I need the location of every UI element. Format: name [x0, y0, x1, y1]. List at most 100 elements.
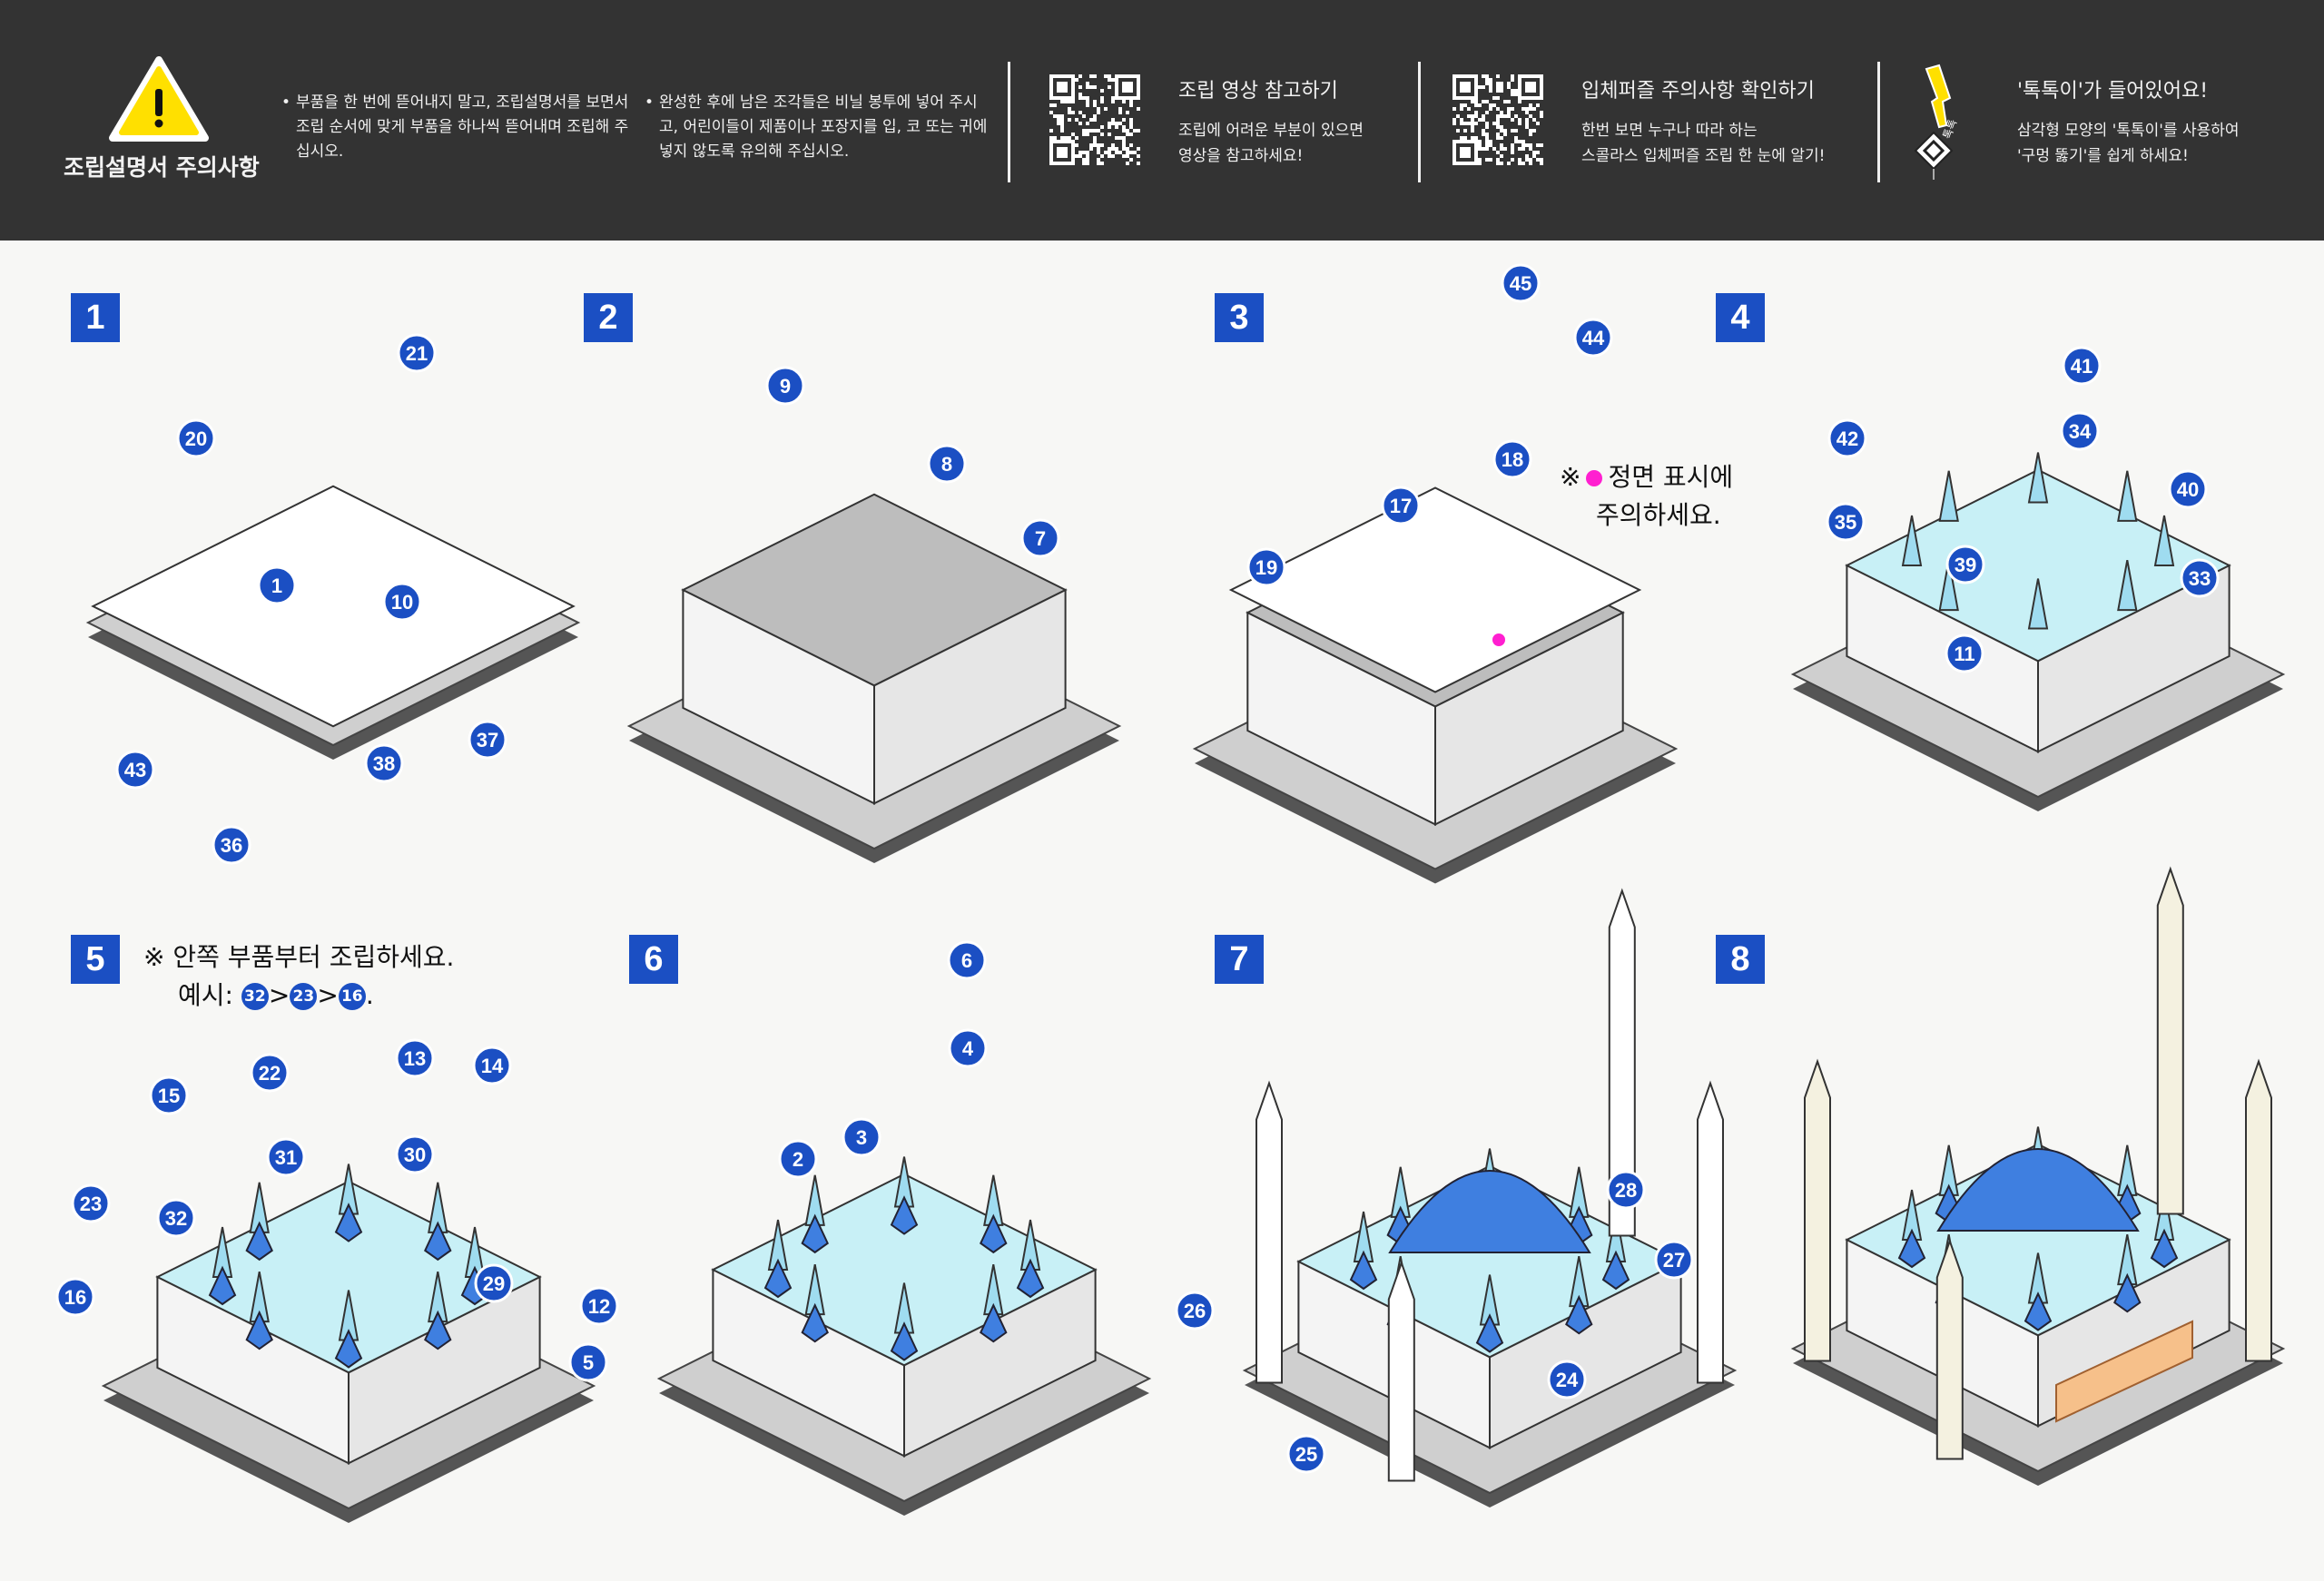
- qr-module: [1536, 143, 1540, 147]
- qr-module: [1492, 103, 1496, 107]
- qr-module: [1078, 96, 1082, 100]
- qr-module: [1129, 85, 1133, 89]
- part-number-badge: [927, 444, 967, 484]
- qr-module: [1514, 89, 1518, 93]
- part-number: 32: [165, 1207, 187, 1230]
- qr-module: [1111, 78, 1115, 82]
- qr-module: [1108, 125, 1111, 129]
- qr-module: [1093, 129, 1097, 133]
- front-mark-dot: [1586, 470, 1603, 486]
- qr-module: [1471, 122, 1474, 125]
- qr-module: [1496, 89, 1500, 93]
- floor-plate: [91, 485, 576, 728]
- qr-module: [1529, 114, 1532, 118]
- part-number: 19: [1256, 556, 1277, 579]
- qr-module: [1500, 89, 1503, 93]
- qr-module: [1529, 82, 1532, 85]
- qr-module: [1126, 147, 1129, 151]
- qr-module: [1485, 140, 1489, 143]
- qr-module: [1525, 122, 1529, 125]
- step-number-6: 6: [629, 935, 678, 984]
- qr-module: [1463, 96, 1467, 100]
- part-number-badge: [765, 366, 805, 406]
- qr-module: [1093, 118, 1097, 122]
- qr-module: [1115, 122, 1118, 125]
- qr-module: [1097, 111, 1100, 114]
- qr-module: [1467, 107, 1471, 111]
- qr-module: [1108, 154, 1111, 158]
- qr-module: [1452, 96, 1456, 100]
- qr-module: [1093, 114, 1097, 118]
- part-number-badge: [395, 1134, 435, 1174]
- qr-module: [1049, 151, 1053, 154]
- qr-module: [1474, 143, 1478, 147]
- qr-module: [1460, 118, 1463, 122]
- qr-module: [1049, 93, 1053, 96]
- qr-module: [1482, 147, 1485, 151]
- blue-roof-piece: [980, 1302, 1008, 1343]
- qr-module: [1068, 111, 1071, 114]
- qr-module: [1525, 82, 1529, 85]
- qr-module: [1057, 118, 1060, 122]
- qr-module: [1507, 100, 1511, 103]
- qr-module: [1097, 143, 1100, 147]
- part-number: 11: [1954, 643, 1974, 665]
- qr-module: [1496, 151, 1500, 154]
- qr-module: [1078, 93, 1082, 96]
- qr-module: [1492, 96, 1496, 100]
- part-number: 35: [1835, 511, 1856, 534]
- divider: [1418, 62, 1421, 182]
- qr-module: [1460, 74, 1463, 78]
- qr-module: [1525, 111, 1529, 114]
- part-number: 3: [856, 1126, 867, 1149]
- qr-code-icon[interactable]: [1049, 74, 1140, 165]
- qr-module: [1463, 140, 1467, 143]
- qr-module: [1460, 96, 1463, 100]
- part-number-badge: [397, 333, 437, 373]
- qr-module: [1485, 82, 1489, 85]
- qr-module: [1474, 82, 1478, 85]
- part-number: 41: [2071, 355, 2093, 378]
- part-number-badge: [2062, 346, 2102, 386]
- qr-module: [1111, 147, 1115, 151]
- qr-module: [1071, 158, 1075, 162]
- qr-module: [1500, 162, 1503, 165]
- qr-module: [1507, 82, 1511, 85]
- qr-module: [1452, 85, 1456, 89]
- qr-code-icon[interactable]: [1452, 74, 1543, 165]
- punch-tool-icon: 톡톡: [1914, 64, 1959, 180]
- qr-module: [1456, 96, 1460, 100]
- qr-module: [1489, 107, 1492, 111]
- qr-module: [1049, 158, 1053, 162]
- qr-module: [1137, 129, 1140, 133]
- step5-note: ※ 안쪽 부품부터 조립하세요. 예시: 32>23>16.: [143, 938, 454, 1015]
- qr-module: [1129, 151, 1133, 154]
- part-number-badge: [364, 743, 404, 783]
- central-dome: [1936, 1148, 2140, 1232]
- part-number: 16: [338, 983, 366, 1010]
- model-assembly: [101, 1164, 596, 1523]
- qr-module: [1529, 107, 1532, 111]
- qr-module: [1071, 151, 1075, 154]
- qr-module: [1064, 100, 1068, 103]
- qr-module: [1086, 162, 1089, 165]
- central-dome: [1388, 1170, 1591, 1253]
- qr-module: [1467, 82, 1471, 85]
- qr-module: [1532, 89, 1536, 93]
- qr-module: [1049, 78, 1053, 82]
- note-text: 정면 표시에: [1608, 462, 1734, 492]
- qr-module: [1529, 96, 1532, 100]
- qr-module: [1474, 151, 1478, 154]
- qr-module: [1097, 151, 1100, 154]
- qr-module: [1057, 85, 1060, 89]
- qr-module: [1060, 162, 1064, 165]
- step-number-3: 3: [1215, 293, 1264, 342]
- qr-module: [1129, 89, 1133, 93]
- part-number-badge: [1381, 486, 1421, 525]
- qr-module: [1133, 74, 1137, 78]
- qr-module: [1467, 85, 1471, 89]
- qr-module: [1452, 107, 1456, 111]
- qr-module: [1532, 118, 1536, 122]
